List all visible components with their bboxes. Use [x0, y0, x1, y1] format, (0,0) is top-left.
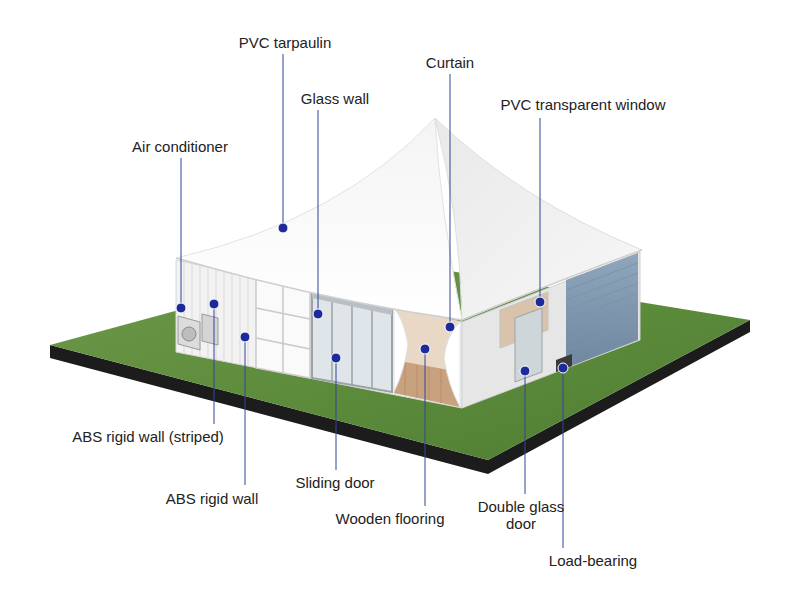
- air-conditioner: [178, 314, 218, 350]
- part-label: Air conditioner: [132, 138, 228, 155]
- part-label: Curtain: [426, 54, 474, 71]
- curtain-left: [394, 308, 408, 392]
- glass-wall: [256, 278, 310, 378]
- part-label: Wooden flooring: [336, 510, 445, 527]
- part-label: Sliding door: [295, 474, 374, 491]
- part-label: ABS rigid wall: [166, 490, 259, 507]
- curtain-right: [444, 322, 460, 407]
- part-label: Double glass door: [475, 498, 567, 532]
- callout-dots: [176, 223, 568, 376]
- interior: [394, 308, 460, 407]
- part-label: Glass wall: [301, 90, 369, 107]
- part-label: Load-bearing: [549, 552, 637, 569]
- wall-stripes: [184, 262, 248, 366]
- eave-line: [176, 250, 642, 320]
- shutter-lines: [566, 263, 638, 350]
- part-label: PVC tarpaulin: [239, 34, 332, 51]
- double-glass-door: [515, 308, 542, 382]
- load-bearing-block: [556, 354, 572, 372]
- part-label: PVC transparent window: [500, 96, 665, 113]
- part-label: ABS rigid wall (striped): [72, 428, 224, 445]
- floor-boards: [405, 363, 441, 403]
- leader-lines: [181, 54, 563, 548]
